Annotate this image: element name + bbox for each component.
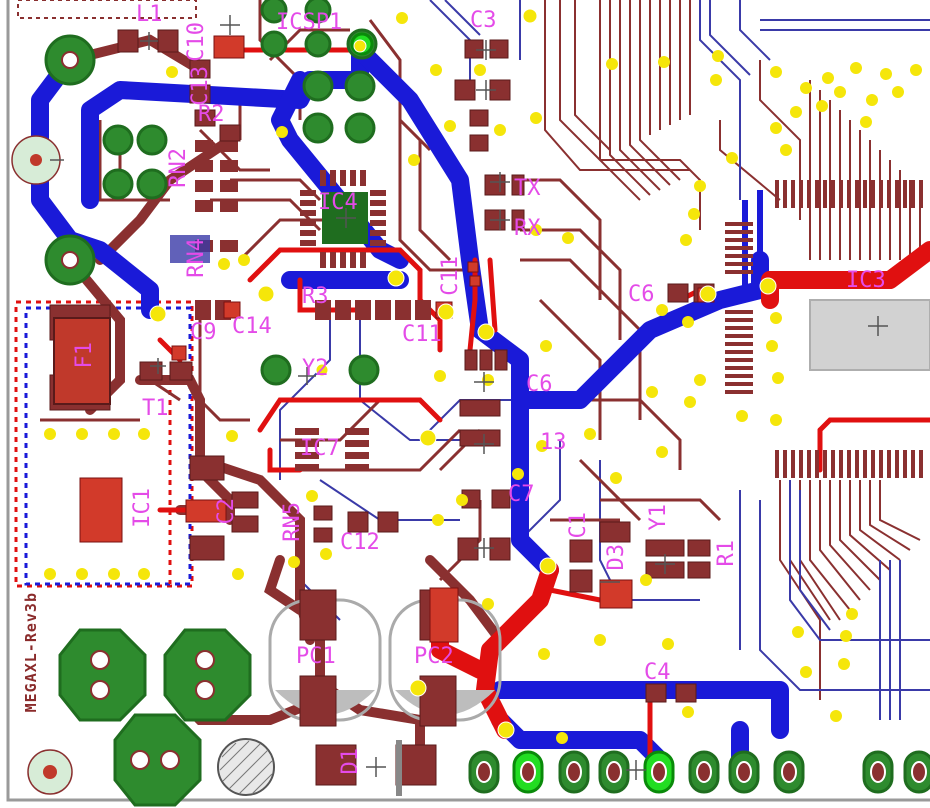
label-c3: C3 bbox=[470, 8, 497, 33]
label-r3: R3 bbox=[302, 284, 329, 309]
label-ic7: IC7 bbox=[300, 436, 340, 461]
keepout-top-left bbox=[17, 0, 197, 19]
label-rn4: RN4 bbox=[184, 238, 209, 278]
board-name: MEGAXL-Rev3b bbox=[22, 592, 40, 713]
label-c6-top: C6 bbox=[628, 282, 655, 307]
label-t1: T1 bbox=[142, 396, 169, 421]
label-c14: C14 bbox=[232, 314, 272, 339]
small-vias bbox=[44, 12, 922, 744]
fuse-f1-body bbox=[53, 317, 111, 405]
label-r2: R2 bbox=[198, 102, 225, 127]
through-hole-pads bbox=[44, 0, 930, 807]
label-rx: RX bbox=[514, 216, 541, 241]
label-r1: R1 bbox=[714, 540, 739, 567]
label-c1: C1 bbox=[566, 512, 591, 539]
signal-bus-bottom-layer bbox=[279, 0, 930, 720]
signal-bus-right bbox=[544, 0, 921, 700]
ic4-hatch bbox=[170, 235, 210, 263]
ic3-outline bbox=[809, 299, 930, 371]
vias bbox=[149, 8, 777, 739]
label-c13-mid: 13 bbox=[540, 430, 567, 455]
fiducial-top-left-center bbox=[30, 154, 42, 166]
label-rn1: C11 bbox=[438, 256, 463, 296]
resistor-network-pads bbox=[195, 140, 431, 320]
drill-holes bbox=[61, 51, 215, 770]
mounting-hole-hatched bbox=[217, 738, 275, 796]
label-c12: C12 bbox=[340, 530, 380, 555]
signal-traces-mid bbox=[198, 120, 722, 582]
label-f1: F1 bbox=[72, 342, 97, 369]
label-pc1: PC1 bbox=[296, 644, 336, 669]
label-ic4: IC4 bbox=[318, 190, 358, 215]
bottom-copper-thin bbox=[742, 190, 763, 290]
fiducial-bottom-left-center bbox=[43, 765, 57, 779]
label-l1: L1 bbox=[136, 2, 163, 27]
label-tx: TX bbox=[514, 176, 541, 201]
label-ic3: IC3 bbox=[846, 268, 886, 293]
ic3-pins-bottom bbox=[775, 450, 923, 478]
d1-stripe bbox=[396, 740, 402, 796]
label-c10: C10 bbox=[184, 22, 209, 62]
label-rn2: RN2 bbox=[166, 148, 191, 188]
label-c6-mid: C6 bbox=[526, 372, 553, 397]
label-y2: Y2 bbox=[302, 356, 329, 381]
ic3-pins-left bbox=[725, 222, 753, 394]
label-d3: D3 bbox=[604, 544, 629, 571]
label-c2: C2 bbox=[214, 498, 239, 525]
label-c11: C11 bbox=[402, 322, 442, 347]
label-ic1: IC1 bbox=[130, 488, 155, 528]
label-c4: C4 bbox=[644, 660, 671, 685]
label-rn5: RN5 bbox=[280, 502, 305, 542]
label-c9: C9 bbox=[190, 320, 217, 345]
smd-pads bbox=[49, 29, 715, 786]
label-c7: C7 bbox=[508, 482, 535, 507]
label-pc2: PC2 bbox=[414, 644, 454, 669]
ic7-pins bbox=[295, 428, 369, 471]
hatch-lines bbox=[219, 740, 273, 795]
ic3-pins-top bbox=[775, 180, 923, 208]
label-d1: D1 bbox=[338, 748, 363, 775]
label-c13: C13 bbox=[188, 66, 213, 106]
pin-drills bbox=[476, 761, 927, 783]
label-icsp1: ICSP1 bbox=[276, 10, 343, 35]
ic4-pins bbox=[300, 170, 386, 268]
label-y1: Y1 bbox=[646, 504, 671, 531]
component-origins bbox=[50, 15, 888, 780]
board-edge bbox=[6, 0, 930, 802]
